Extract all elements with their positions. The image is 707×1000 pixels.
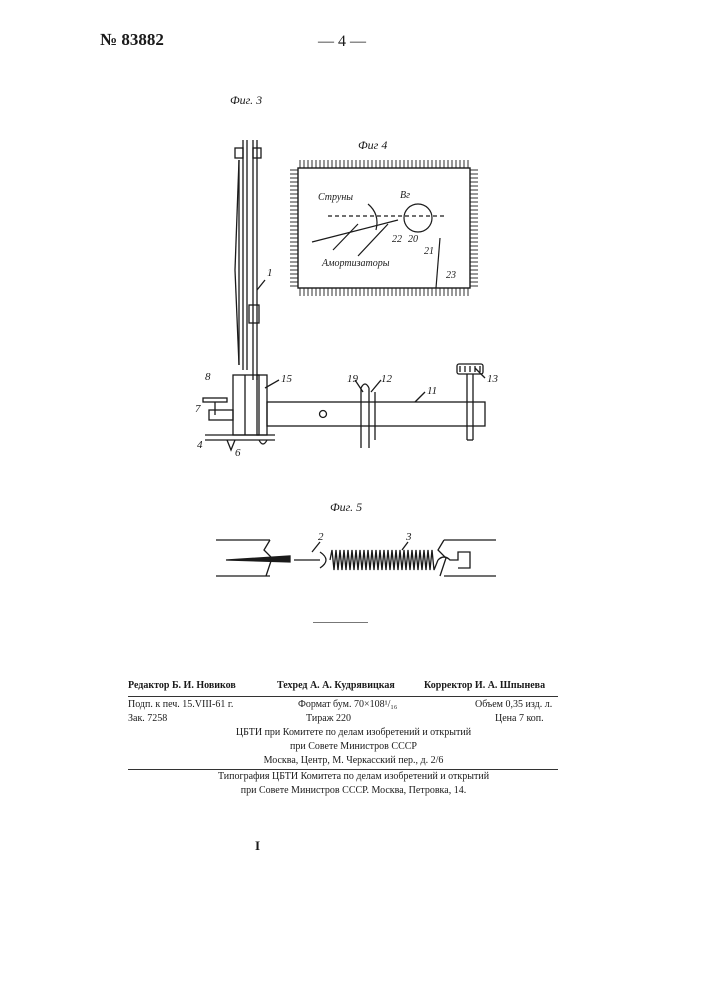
fig3-label-1: 1	[267, 267, 273, 279]
footer-mark: I	[255, 838, 260, 854]
fig3-label-6: 6	[235, 447, 241, 459]
signed-date: Подп. к печ. 15.VIII-61 г.	[128, 699, 233, 710]
fig4-label-23: 23	[446, 270, 456, 281]
fig5-drawing: 2 3	[212, 520, 502, 590]
fig3-label-4: 4	[197, 439, 203, 451]
editor-credit: Редактор Б. И. Новиков	[128, 680, 236, 691]
org-line-3: Москва, Центр, М. Черкасский пер., д. 2/…	[0, 755, 707, 766]
divider-short	[313, 622, 368, 623]
order-number: Зак. 7258	[128, 713, 167, 724]
imprint-rule-top	[128, 696, 558, 697]
volume: Объем 0,35 изд. л.	[475, 699, 552, 710]
fig5-caption: Фиг. 5	[330, 500, 362, 515]
print-line-2: при Совете Министров СССР. Москва, Петро…	[0, 785, 707, 796]
fig3-label-19: 19	[347, 373, 359, 385]
paper-format: Формат бум. 70×108¹/₁₆	[298, 699, 397, 710]
fig4-label-21: 21	[424, 246, 434, 257]
price: Цена 7 коп.	[495, 713, 544, 724]
fig3-caption: Фиг. 3	[230, 93, 262, 108]
fig3-label-13: 13	[487, 373, 499, 385]
fig5-label-3: 3	[405, 531, 412, 543]
fig3-label-8: 8	[205, 371, 211, 383]
techred-credit: Техред А. А. Кудрявицкая	[277, 680, 395, 691]
imprint-rule-bottom	[128, 769, 558, 770]
org-line-2: при Совете Министров СССР	[0, 741, 707, 752]
org-line-1: ЦБТИ при Комитете по делам изобретений и…	[0, 727, 707, 738]
circulation: Тираж 220	[306, 713, 351, 724]
fig3-label-11: 11	[427, 385, 437, 397]
corrector-credit: Корректор И. А. Шпынева	[424, 680, 545, 691]
patent-number: № 83882	[100, 30, 164, 50]
fig4-label-shock: Амортизаторы	[321, 258, 390, 269]
fig4-label-strings: Струны	[318, 192, 353, 203]
print-line-1: Типография ЦБТИ Комитета по делам изобре…	[0, 771, 707, 782]
fig4-label-20: 20	[408, 234, 418, 245]
fig3-label-15: 15	[281, 373, 293, 385]
fig4-label-bg: Bг	[400, 190, 410, 201]
fig5-label-2: 2	[318, 531, 324, 543]
fig3-label-12: 12	[381, 373, 393, 385]
fig4-caption: Фиг 4	[358, 138, 387, 153]
fig4-drawing: Струны Амортизаторы 22 20 21 23 Bг	[288, 158, 480, 298]
page-number: — 4 —	[318, 33, 366, 51]
fig3-label-7: 7	[195, 403, 201, 415]
fig4-label-22: 22	[392, 234, 402, 245]
